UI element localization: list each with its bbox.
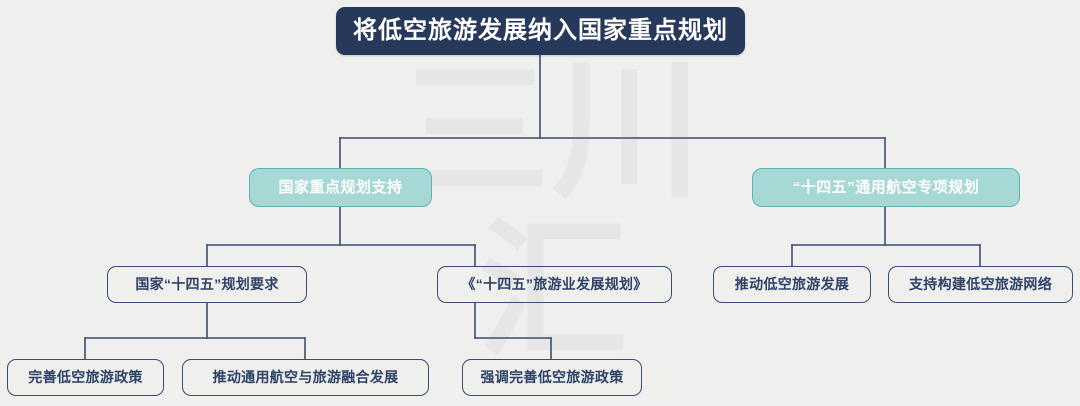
- node-improve-low-altitude-tourism-policy[interactable]: 完善低空旅游政策: [7, 359, 164, 396]
- node-promote-low-altitude-tourism[interactable]: 推动低空旅游发展: [713, 266, 871, 303]
- node-national-key-plan-support[interactable]: 国家重点规划支持: [249, 168, 432, 207]
- node-national-14th-five-year-plan-requirement[interactable]: 国家“十四五”规划要求: [107, 266, 307, 303]
- node-promote-general-aviation-tourism-integration[interactable]: 推动通用航空与旅游融合发展: [182, 359, 429, 396]
- node-support-low-altitude-tourism-network[interactable]: 支持构建低空旅游网络: [888, 266, 1073, 303]
- node-14th-five-year-general-aviation-plan[interactable]: “十四五”通用航空专项规划: [752, 168, 1020, 207]
- node-emphasize-improve-low-altitude-tourism-policy[interactable]: 强调完善低空旅游政策: [462, 359, 642, 396]
- node-14th-five-year-tourism-development-plan[interactable]: 《“十四五”旅游业发展规划》: [437, 266, 672, 303]
- node-root[interactable]: 将低空旅游发展纳入国家重点规划: [336, 7, 745, 55]
